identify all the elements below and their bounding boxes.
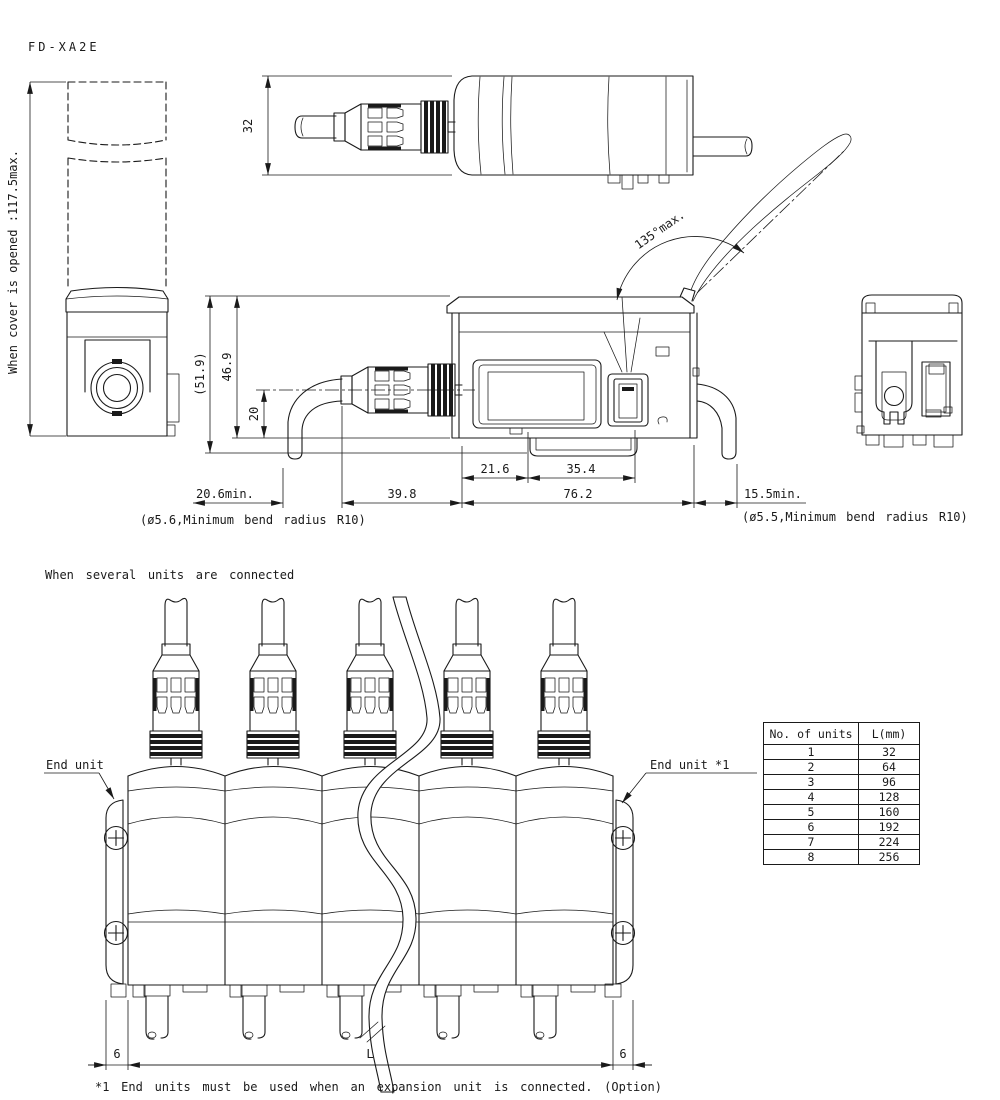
- cell-length: 160: [858, 804, 920, 820]
- cable-break-marks: [359, 1021, 386, 1043]
- side-view: [256, 133, 852, 460]
- cell-length: 32: [858, 744, 920, 760]
- dim-label-135-max: 135°max.: [632, 207, 687, 252]
- cell-length: 64: [858, 759, 920, 775]
- end-unit-right-label: End unit *1: [650, 758, 729, 772]
- dim-label-15-5-min: 15.5min.: [744, 487, 802, 501]
- cell-units: 3: [763, 774, 859, 790]
- cell-length: 128: [858, 789, 920, 805]
- dim-label-6-right: 6: [619, 1047, 626, 1061]
- end-plate-left: [103, 799, 129, 998]
- loose-cable: [357, 596, 441, 1093]
- cell-length: 96: [858, 774, 920, 790]
- end-view: [854, 294, 963, 448]
- cell-units: 1: [763, 744, 859, 760]
- dim-label-46-9: 46.9: [220, 353, 234, 382]
- cell-units: 4: [763, 789, 859, 805]
- dim-label-35-4: 35.4: [567, 462, 596, 476]
- end-plate-right: [604, 799, 636, 998]
- cell-units: 7: [763, 834, 859, 850]
- note-cable-left: (ø5.6,Minimum bend radius R10): [140, 513, 366, 527]
- cell-units: 8: [763, 849, 859, 865]
- dim-label-cover-open: When cover is opened :117.5max.: [6, 150, 20, 374]
- dim-label-51-9: (51.9): [193, 352, 207, 395]
- front-view: [65, 81, 180, 437]
- cell-units: 2: [763, 759, 859, 775]
- dim-label-21-6: 21.6: [481, 462, 510, 476]
- dim-label-20-6-min: 20.6min.: [196, 487, 254, 501]
- top-view: [294, 75, 753, 190]
- dim-label-39-8: 39.8: [388, 487, 417, 501]
- footnote: *1 End units must be used when an expans…: [95, 1080, 662, 1094]
- table-header-row: No. of units L(mm): [763, 722, 920, 745]
- dim-label-32: 32: [241, 119, 255, 133]
- cell-length: 224: [858, 834, 920, 850]
- page-title: FD-XA2E: [28, 40, 100, 54]
- cell-length: 192: [858, 819, 920, 835]
- end-unit-left-label: End unit: [46, 758, 104, 772]
- multi-unit-assembly: [44, 596, 757, 1093]
- cover-angle-arc: [616, 236, 745, 301]
- note-cable-right: (ø5.5,Minimum bend radius R10): [742, 510, 968, 524]
- cell-length: 256: [858, 849, 920, 865]
- dim-label-76-2: 76.2: [564, 487, 593, 501]
- dim-label-20: 20: [247, 407, 261, 421]
- table-header-units: No. of units: [763, 722, 859, 745]
- multi-unit-heading: When several units are connected: [45, 568, 294, 582]
- cell-units: 6: [763, 819, 859, 835]
- table-header-length: L(mm): [858, 722, 920, 745]
- dim-label-6-left: 6: [113, 1047, 120, 1061]
- cell-units: 5: [763, 804, 859, 820]
- dim-label-L: L: [366, 1047, 373, 1061]
- dimension-lines: [27, 75, 806, 508]
